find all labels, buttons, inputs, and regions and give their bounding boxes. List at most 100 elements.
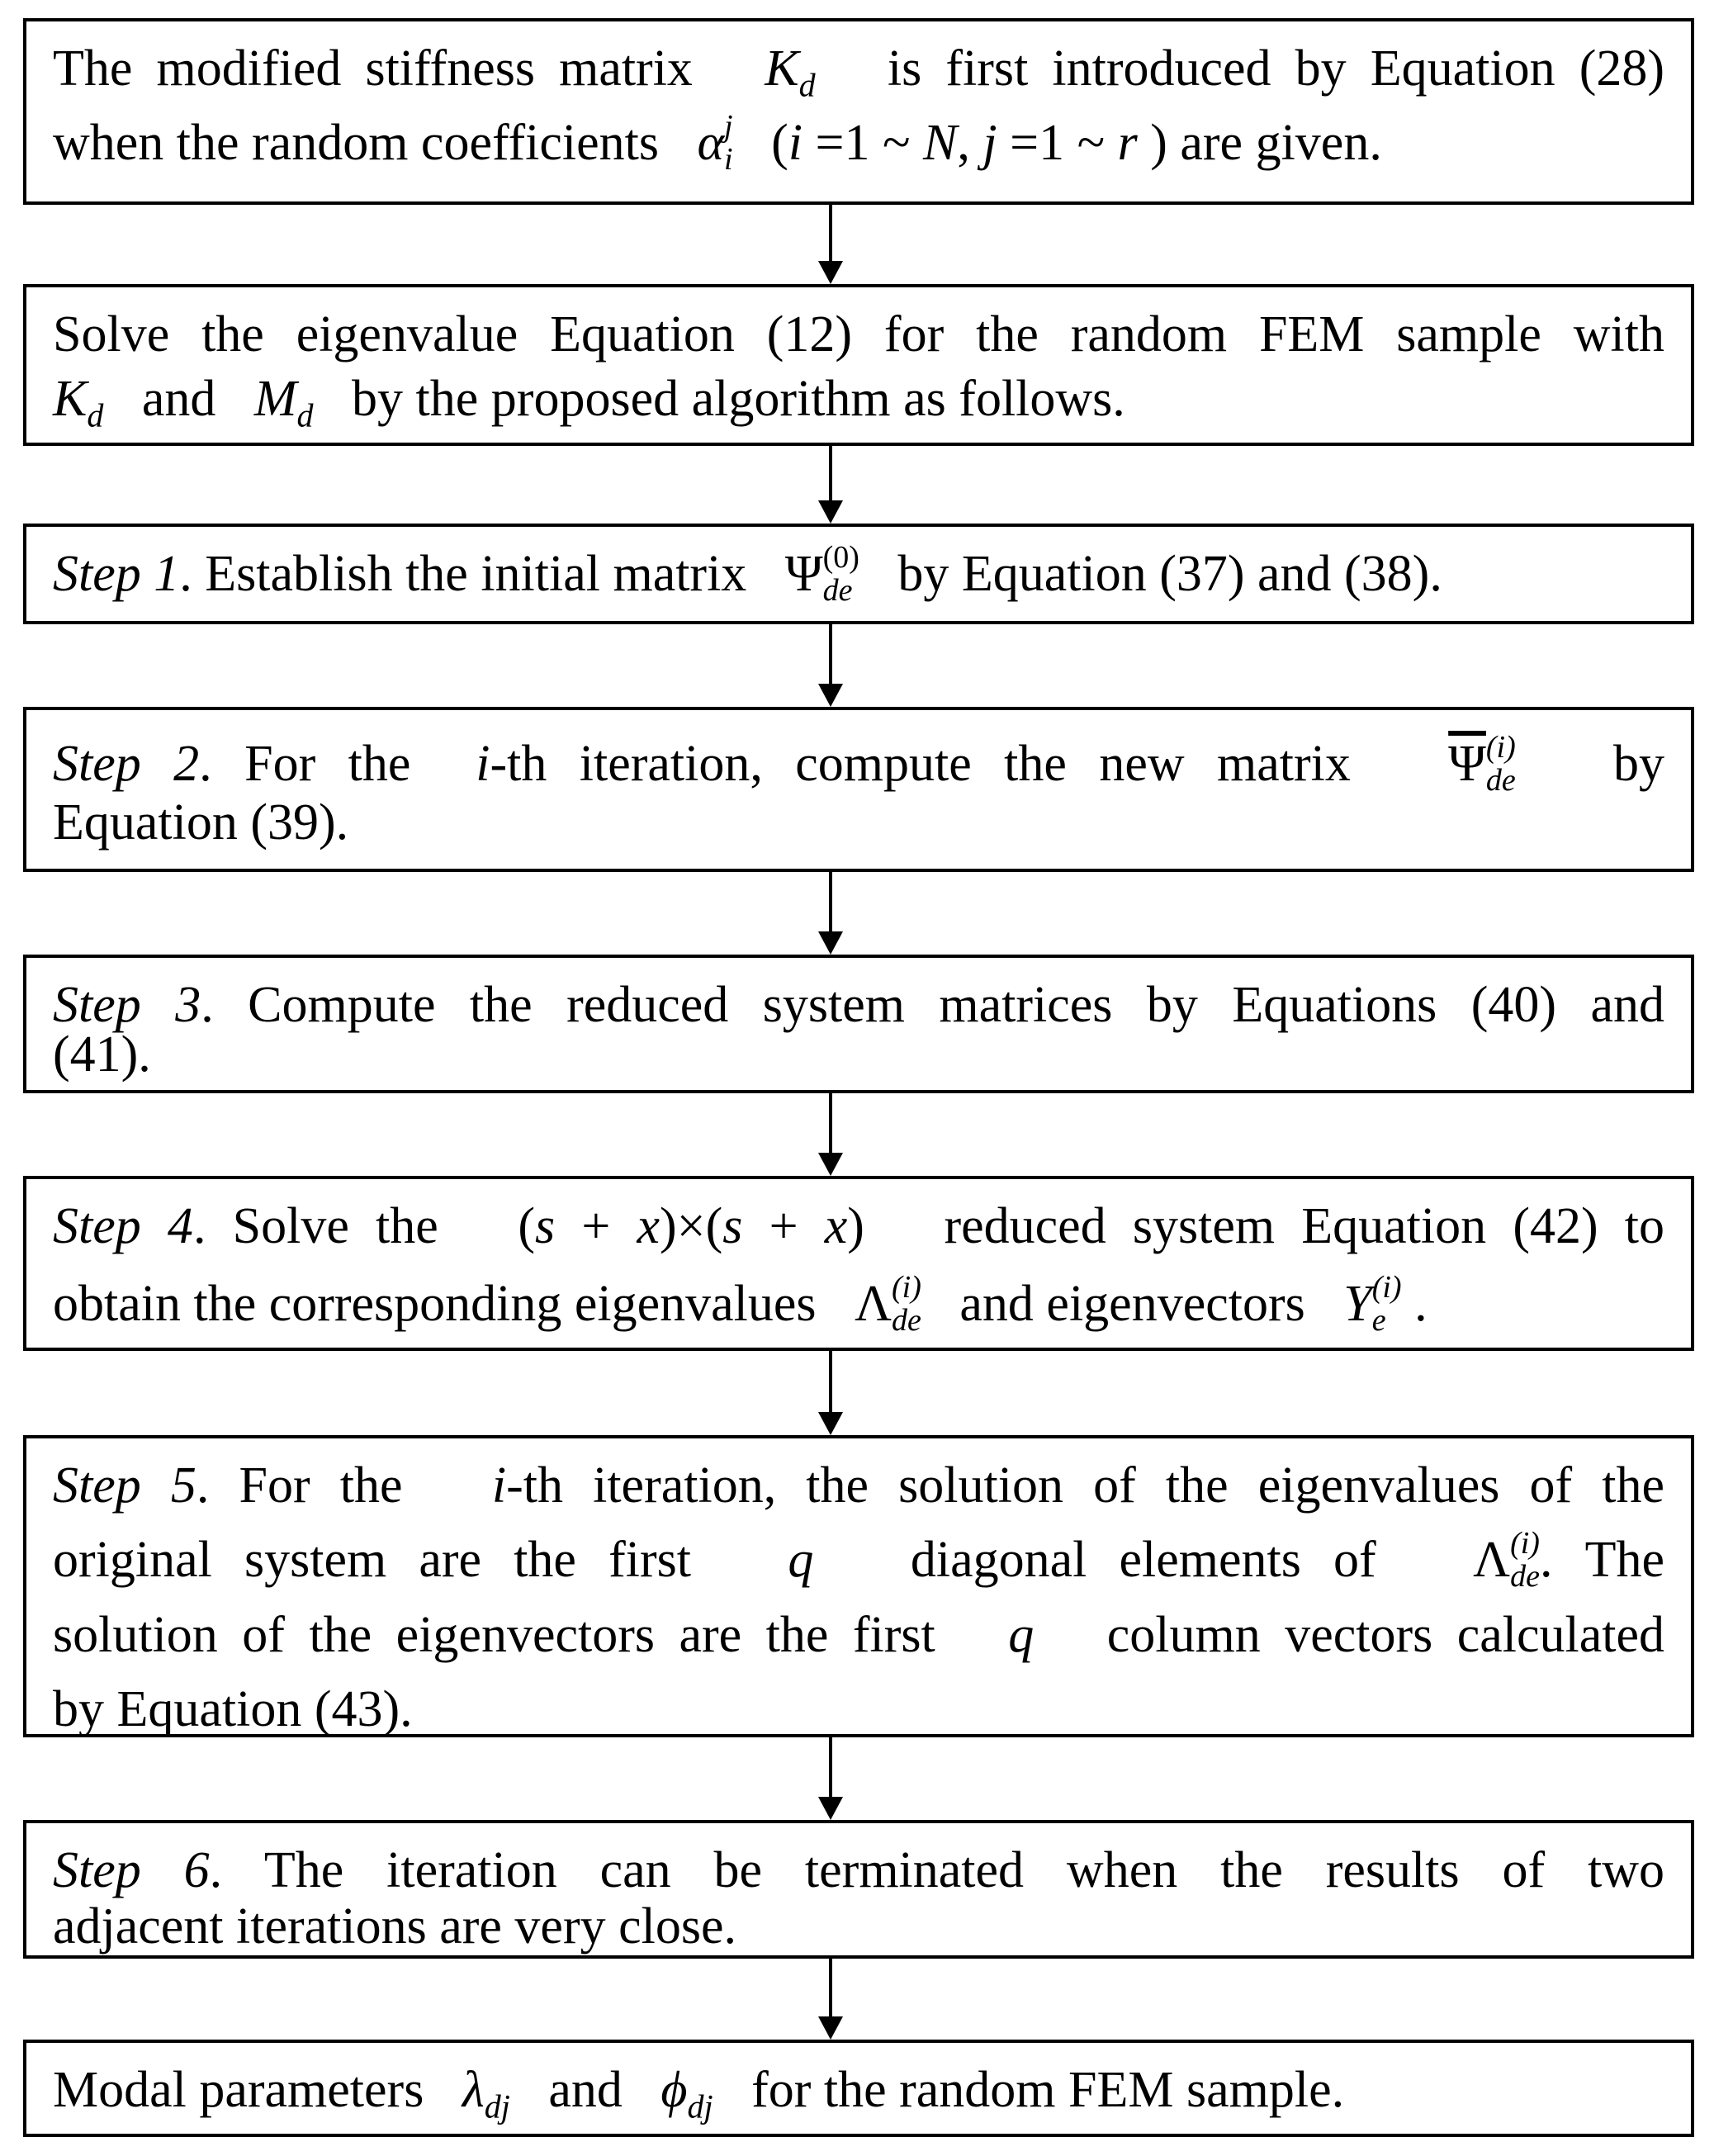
step-4-line-2: obtain the corresponding eigenvalues Λ(i… xyxy=(53,1267,1664,1342)
text: (i)e xyxy=(1372,1271,1402,1337)
text: solution of the eigenvectors are the fir… xyxy=(53,1606,935,1663)
text: Step 5 xyxy=(53,1457,196,1514)
text: (i) xyxy=(892,1269,921,1305)
solve-line-1: Solve the eigenvalue Equation (12) for t… xyxy=(53,297,1664,372)
text: i xyxy=(491,1457,507,1514)
text: α xyxy=(697,115,725,171)
text: λ xyxy=(462,2062,485,2118)
box-result: Modal parameters λdj and ϕdj for the ran… xyxy=(23,2040,1694,2137)
text: (0)de xyxy=(823,541,859,607)
text: (i) xyxy=(1510,1525,1540,1561)
step-5-line-3: solution of the eigenvectors are the fir… xyxy=(53,1598,1664,1672)
text: original system are the first xyxy=(53,1532,691,1588)
text: and xyxy=(548,2062,623,2118)
text: by Equation (37) and (38). xyxy=(897,546,1442,602)
text: d xyxy=(296,396,314,434)
text: Y xyxy=(1343,1276,1372,1332)
box-intro: The modified stiffness matrix Kd is firs… xyxy=(23,18,1694,205)
box-solve: Solve the eigenvalue Equation (12) for t… xyxy=(23,284,1694,446)
text: ) xyxy=(660,1198,677,1254)
text: i xyxy=(788,115,803,171)
text: . Establish the initial matrix xyxy=(179,546,747,602)
text: d xyxy=(87,396,104,434)
symbol-k: Kd xyxy=(765,40,815,102)
box-step-5: Step 5. For the i-th iteration, the solu… xyxy=(23,1435,1694,1737)
symbol-m: Md xyxy=(253,371,314,432)
text: x xyxy=(824,1198,848,1254)
text: × xyxy=(676,1198,706,1254)
step-5-line-2: original system are the first q diagonal… xyxy=(53,1523,1664,1598)
text: de xyxy=(1485,762,1516,798)
arrow-3 xyxy=(818,624,843,707)
text: Step 6 xyxy=(53,1842,210,1898)
symbol-lambda-dj: λdj xyxy=(462,2062,510,2123)
symbol-phi-dj: ϕdj xyxy=(661,2062,713,2123)
step-5-line-1: Step 5. For the i-th iteration, the solu… xyxy=(53,1448,1664,1523)
text: ( xyxy=(518,1198,535,1254)
text: Step 3 xyxy=(53,977,201,1033)
symbol-y-e: Y(i)e xyxy=(1343,1271,1401,1337)
text: K xyxy=(765,40,799,97)
text: adjacent iterations are very close. xyxy=(53,1898,736,1955)
text: de xyxy=(892,1302,921,1338)
result-line: Modal parameters λdj and ϕdj for the ran… xyxy=(53,2053,1664,2127)
text: q xyxy=(1008,1606,1035,1663)
text: M xyxy=(253,371,297,427)
text: q xyxy=(788,1532,814,1588)
box-step-6: Step 6. The iteration can be terminated … xyxy=(23,1820,1694,1959)
symbol-psi-bar: Ψ(i)de xyxy=(1448,731,1516,797)
text: + xyxy=(581,1198,611,1254)
arrow-2 xyxy=(818,446,843,524)
box-step-4: Step 4. Solve the (s + x)×(s + x) reduce… xyxy=(23,1176,1694,1351)
text: (i) xyxy=(1485,729,1516,765)
text: Λ xyxy=(1473,1532,1511,1588)
text: i xyxy=(724,141,733,177)
solve-line-2: Kd and Md by the proposed algorithm as f… xyxy=(53,362,1664,436)
step-2-line-2: Equation (39). xyxy=(53,785,1664,860)
text: . For the xyxy=(196,1457,403,1514)
text: Λ xyxy=(855,1276,893,1332)
box-step-3: Step 3. Compute the reduced system matri… xyxy=(23,955,1694,1093)
text: dj xyxy=(687,2087,713,2125)
text: . Solve the xyxy=(192,1198,438,1254)
text: (i)de xyxy=(1510,1527,1540,1593)
text: -th iteration, compute the new matrix xyxy=(490,736,1351,792)
arrow-5 xyxy=(818,1093,843,1176)
text: by the proposed algorithm as follows. xyxy=(352,371,1125,427)
text: column vectors calculated xyxy=(1106,1606,1664,1663)
text: e xyxy=(1371,1302,1386,1338)
text: j xyxy=(982,115,997,171)
text: 1 xyxy=(1039,115,1065,171)
text: Modal parameters xyxy=(53,2062,424,2118)
text: (0) xyxy=(822,539,859,575)
step-6-line-1: Step 6. The iteration can be terminated … xyxy=(53,1833,1664,1907)
text: reduced system Equation (42) to xyxy=(944,1198,1665,1254)
text: The modified stiffness matrix xyxy=(53,40,693,97)
text: and eigenvectors xyxy=(959,1276,1305,1332)
text: s xyxy=(722,1198,743,1254)
text: + xyxy=(769,1198,798,1254)
text: ~ xyxy=(882,115,911,171)
text: Step 4 xyxy=(53,1198,193,1254)
text: dj xyxy=(484,2087,510,2125)
text: . The iteration can be terminated when t… xyxy=(209,1842,1664,1898)
text: 1 xyxy=(844,115,870,171)
text: j xyxy=(724,108,733,144)
text: de xyxy=(822,572,853,608)
text: ( xyxy=(705,1198,723,1254)
step-2-line-1: Step 2. For the i-th iteration, compute … xyxy=(53,720,1664,802)
arrow-1 xyxy=(818,205,843,284)
text: -th iteration, the solution of the eigen… xyxy=(506,1457,1665,1514)
text: ) are given. xyxy=(1150,115,1382,171)
text: for the random FEM sample. xyxy=(751,2062,1345,2118)
text: . The xyxy=(1539,1532,1665,1588)
box-step-2: Step 2. For the i-th iteration, compute … xyxy=(23,707,1694,872)
box-step-1: Step 1. Establish the initial matrix Ψ(0… xyxy=(23,524,1694,624)
text: Solve the eigenvalue Equation (12) for t… xyxy=(53,306,1664,362)
text: by xyxy=(1613,736,1665,792)
symbol-psi: Ψ(0)de xyxy=(785,541,859,607)
symbol-k: Kd xyxy=(53,371,103,432)
text: = xyxy=(1010,115,1039,171)
text: Equation (39). xyxy=(53,794,349,851)
